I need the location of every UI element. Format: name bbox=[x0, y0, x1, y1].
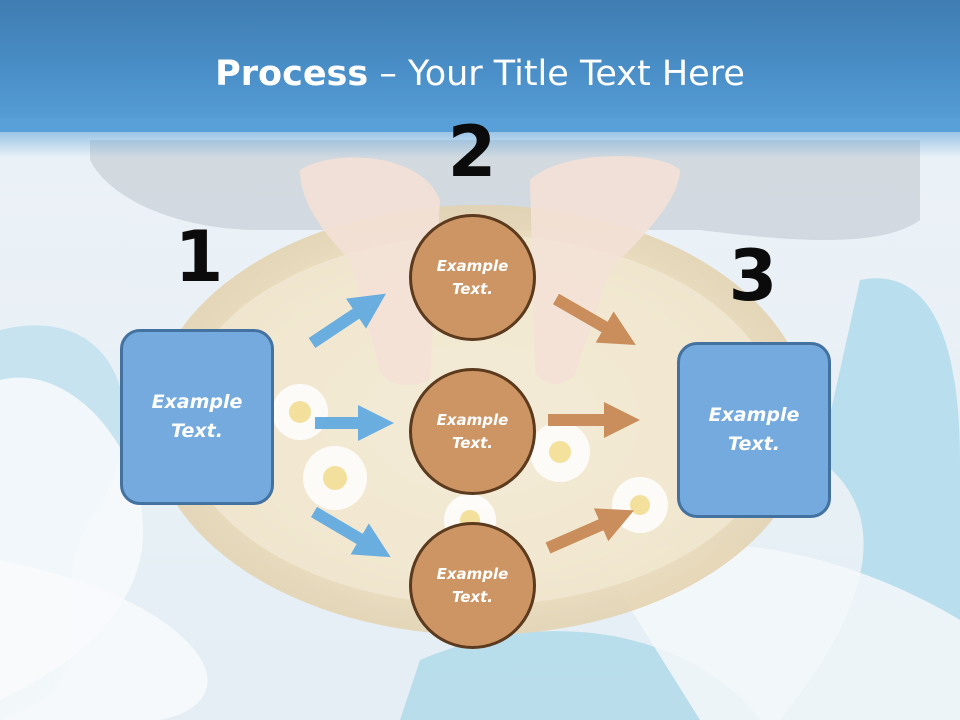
title-bold: Process bbox=[215, 54, 369, 94]
arrow-circle1-to-box3 bbox=[553, 293, 636, 345]
step-circle-2-label: Example Text. bbox=[436, 410, 509, 452]
step-circle-3: Example Text. bbox=[409, 522, 536, 649]
step-number-3: 3 bbox=[728, 235, 778, 317]
title-fade bbox=[0, 118, 960, 158]
step-number-1: 1 bbox=[174, 216, 224, 298]
step-box-3: Example Text. bbox=[677, 342, 831, 518]
step-circle-1-label: Example Text. bbox=[436, 256, 509, 298]
step-box-1: Example Text. bbox=[120, 329, 274, 505]
step-box-3-label: Example Text. bbox=[708, 404, 800, 455]
step-box-1-label: Example Text. bbox=[151, 391, 243, 442]
arrow-box1-to-circle3 bbox=[310, 506, 391, 558]
title-band bbox=[0, 0, 960, 132]
step-circle-1: Example Text. bbox=[409, 214, 536, 341]
arrow-box1-to-circle1 bbox=[308, 293, 386, 348]
title-rest: – Your Title Text Here bbox=[368, 54, 745, 94]
slide-title: Process – Your Title Text Here bbox=[0, 52, 960, 96]
step-circle-3-label: Example Text. bbox=[436, 564, 509, 606]
step-circle-2: Example Text. bbox=[409, 368, 536, 495]
step-number-2: 2 bbox=[447, 111, 497, 193]
arrow-circle3-to-box3 bbox=[545, 508, 634, 554]
